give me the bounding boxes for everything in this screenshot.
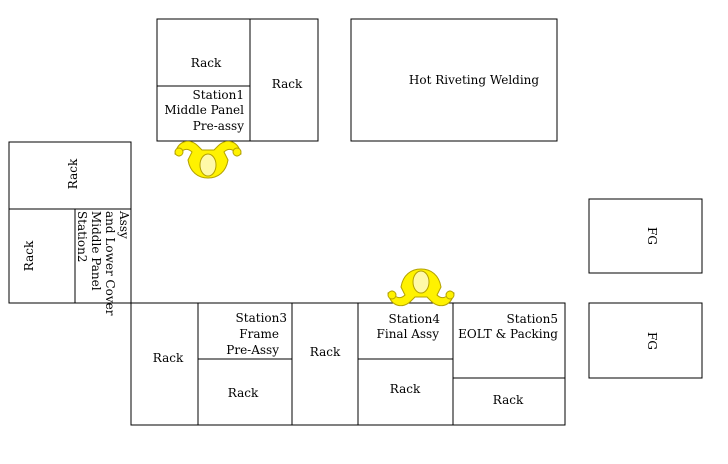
station1-line3: Pre-assy <box>193 119 244 133</box>
operator-icon <box>387 268 455 307</box>
rack-box-bottom-2 <box>291 302 359 426</box>
rack-label: Rack <box>191 56 222 70</box>
station5-line2: EOLT & Packing <box>458 327 558 341</box>
rack-label: Rack <box>493 393 524 407</box>
rack-label: Rack <box>66 158 80 189</box>
rack-label: Rack <box>390 382 421 396</box>
station3-line3: Pre-Assy <box>226 343 279 357</box>
station2-line3: and Lower Cover <box>103 211 117 316</box>
station1-line2: Middle Panel <box>164 103 244 117</box>
rack-box-s1-right <box>249 18 319 142</box>
rack-label: Rack <box>272 77 303 91</box>
rack-box-s5-lower <box>452 377 566 426</box>
rack-box-s1-top <box>156 18 251 87</box>
hot-riveting-label: Hot Riveting Welding <box>409 73 540 87</box>
station2-title: Station2 <box>75 211 89 262</box>
rack-label: Rack <box>153 351 184 365</box>
station5-title: Station5 <box>507 312 558 326</box>
fg-box-2 <box>588 302 703 379</box>
fg-label: FG <box>645 332 659 350</box>
station4-line2: Final Assy <box>377 327 440 341</box>
station1-title: Station1 <box>193 88 244 102</box>
station4-title: Station4 <box>389 312 441 326</box>
operator-icon <box>174 140 242 179</box>
station3-line2: Frame <box>239 327 279 341</box>
hot-riveting-box <box>350 18 558 142</box>
rack-label: Rack <box>22 240 36 271</box>
station2-box <box>74 208 132 304</box>
fg-box-1 <box>588 198 703 274</box>
fg-label: FG <box>645 227 659 245</box>
rack-label: Rack <box>228 386 259 400</box>
rack-label: Rack <box>310 345 341 359</box>
station3-title: Station3 <box>236 311 287 325</box>
station2-line2: Middle Panel <box>89 211 103 291</box>
station2-line4: Assy <box>117 210 131 239</box>
rack-box-s2-left <box>8 208 76 304</box>
